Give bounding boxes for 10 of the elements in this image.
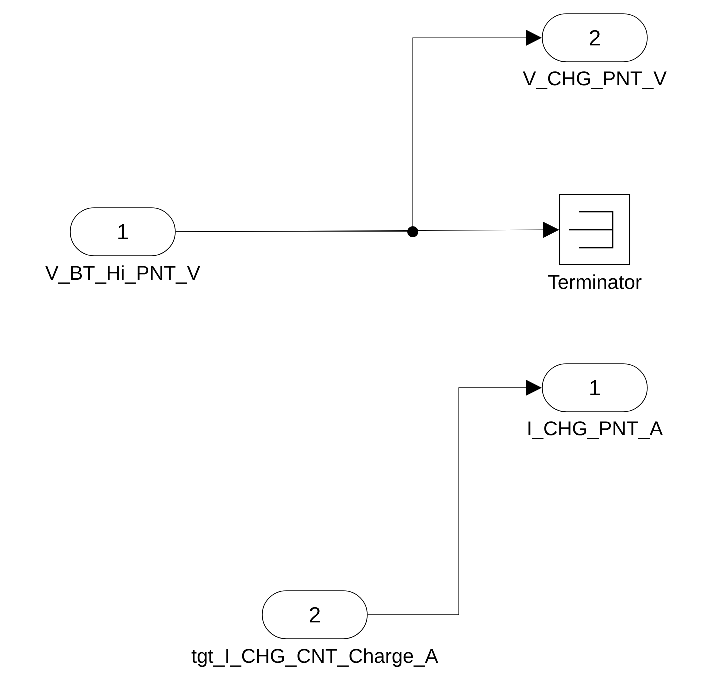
block-label: V_BT_Hi_PNT_V [46,266,200,284]
block-label: tgt_I_CHG_CNT_Charge_A [192,648,438,668]
block-label: V_CHG_PNT_V [523,72,667,90]
port-block: 1 [542,364,648,412]
port-block: 2 [542,14,648,62]
port-block: 2 [262,590,368,640]
block-label: Terminator [548,274,642,290]
terminator-block [560,194,630,266]
block-label: I_CHG_PNT_A [528,422,664,440]
port-block: 1 [70,208,176,256]
